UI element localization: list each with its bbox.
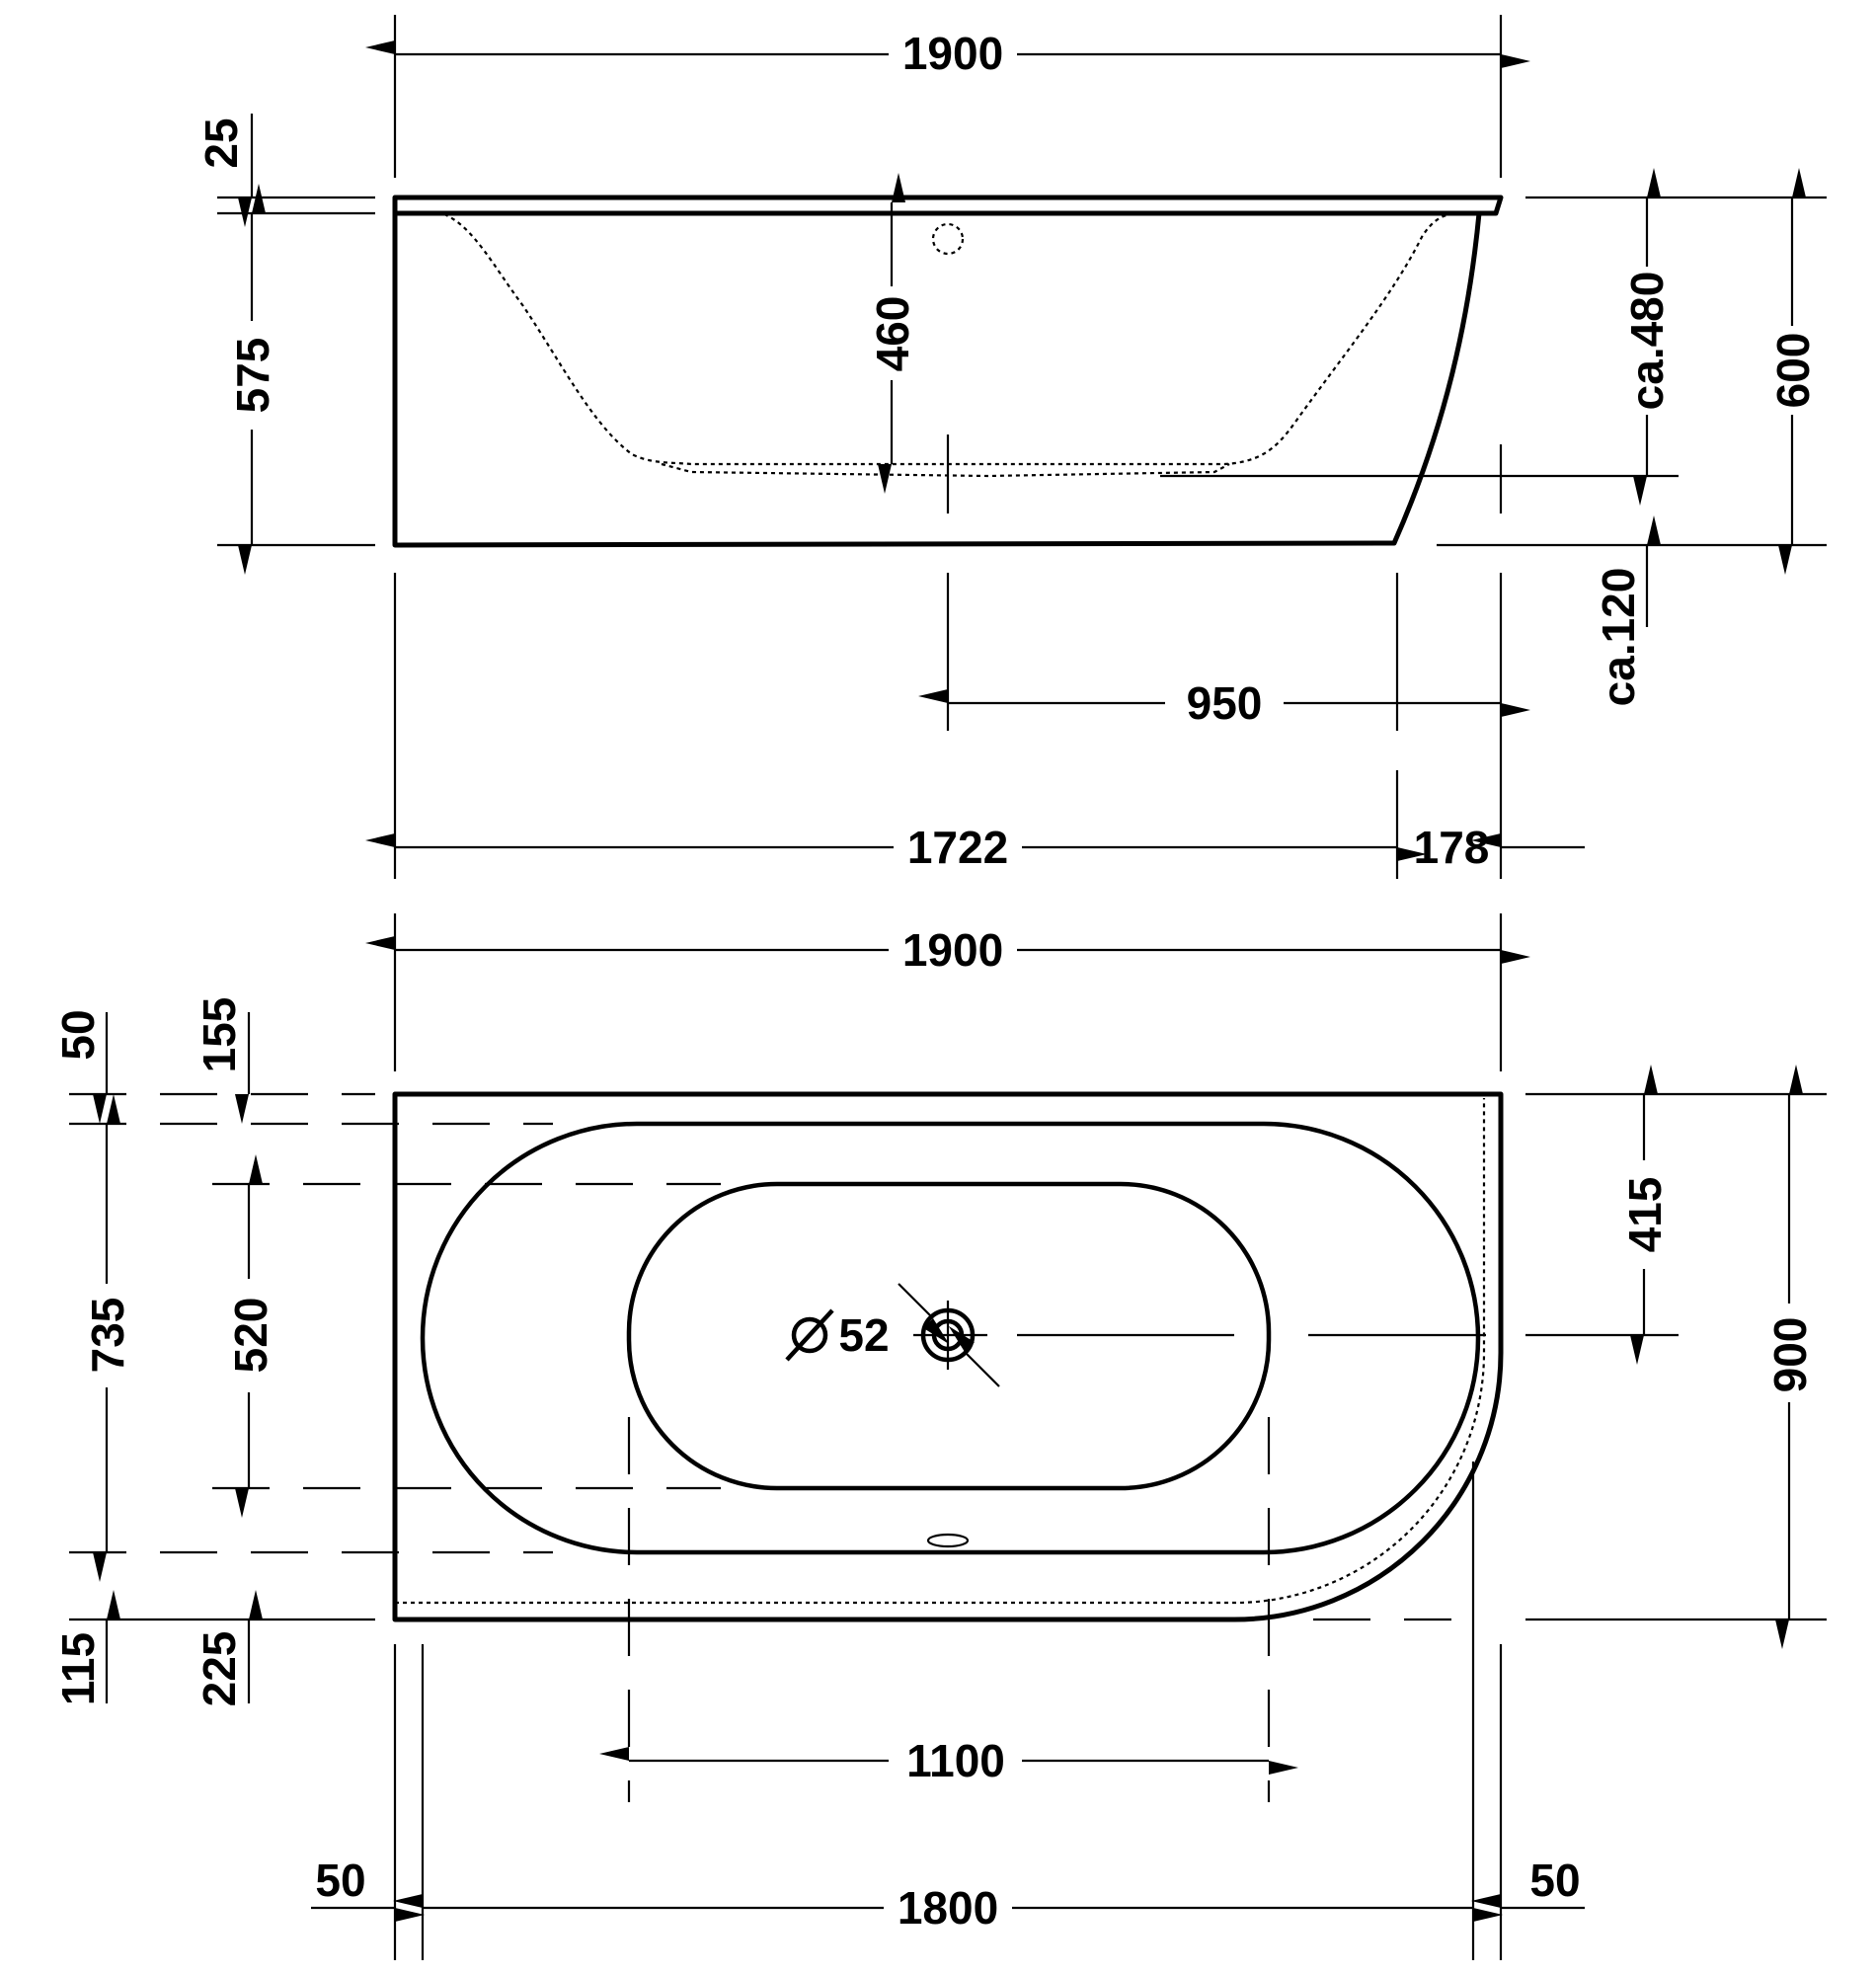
dim-inner-length: 1800 [898,1882,998,1934]
dim-line [898,1283,934,1319]
dimension-arrowhead-icon [1778,545,1792,575]
dim-rim-thickness: 25 [195,118,247,168]
dimension-arrowhead-icon [1789,1065,1803,1094]
dimension-arrowhead-icon [235,1488,249,1518]
dim-base-length: 1722 [907,822,1008,873]
dim-inner-width-outer: 735 [82,1298,133,1374]
dimension-arrowhead-icon [1792,168,1806,198]
dim-drain-offset: 950 [1187,677,1263,729]
dimension-arrowhead-icon [107,1590,120,1620]
dimension-arrowhead-icon [1775,1620,1789,1649]
plan-view-bathtub-outline [392,1091,1504,1622]
plan-view-rim-opening [420,1121,1481,1555]
side-view: 1900 25 575 460 ca.480 600 ca.120 [195,15,1827,879]
dim-bottom-offset-inner: 225 [194,1631,245,1707]
dim-top-offset-inner: 155 [194,997,245,1073]
dimension-arrowhead-icon [93,1094,107,1124]
dimension-arrowhead-icon [878,464,892,494]
diameter-symbol-icon [785,1308,834,1362]
dim-right-margin: 50 [1529,1855,1580,1906]
dim-water-depth: ca.480 [1621,272,1673,411]
dimension-arrowhead-icon [249,1154,263,1184]
dimension-arrowhead-icon [235,1094,249,1124]
dim-total-height: 600 [1767,333,1819,409]
dimension-arrowhead-icon [1473,1908,1503,1922]
dimension-arrowhead-icon [249,1590,263,1620]
plan-view-hidden-edge [395,1098,1486,1605]
dim-floor-clearance: ca.120 [1593,568,1644,707]
dimension-arrowhead-icon [1644,1065,1658,1094]
side-view-basin-profile [443,212,1452,466]
side-view-bathtub-outline [392,195,1504,548]
dim-left-margin: 50 [315,1855,365,1906]
dim-overall-length-side: 1900 [902,28,1003,79]
dimension-arrowhead-icon [1647,168,1661,198]
dim-bottom-offset-outer: 115 [52,1632,104,1705]
dimension-arrowhead-icon [892,173,905,202]
dim-drain-diameter: 52 [838,1309,889,1361]
dim-inner-depth: 460 [867,296,918,372]
dimension-arrowhead-icon [365,40,395,54]
dimension-arrowhead-icon [1269,1761,1298,1775]
dim-apron-height: 575 [227,338,278,414]
dimension-arrowhead-icon [1630,1335,1644,1365]
plan-view: 52 1900 50 15 [52,913,1827,1960]
dim-top-offset-outer: 50 [52,1009,104,1060]
overflow-hole-icon [931,222,965,256]
dim-drain-position: 415 [1619,1177,1671,1253]
dimension-arrowhead-icon [1471,1894,1501,1908]
plan-view-basin-floor [626,1181,1272,1491]
dimension-arrowhead-icon [395,1908,425,1922]
dimension-arrowhead-icon [365,833,395,847]
dim-inner-width-inner: 520 [225,1298,276,1374]
dimension-arrowhead-icon [393,1894,423,1908]
dimension-arrowhead-icon [1501,950,1530,964]
dimension-arrowhead-icon [93,1552,107,1582]
dim-line [964,1351,1000,1387]
dim-overall-width: 900 [1764,1317,1816,1393]
dimension-arrowhead-icon [365,936,395,950]
overflow-slot-icon [926,1533,970,1548]
dimension-arrowhead-icon [1633,476,1647,506]
dimension-arrowhead-icon [918,689,948,703]
side-view-floor-profile [661,462,1230,478]
dim-overhang: 178 [1414,822,1490,873]
dim-floor-length: 1100 [906,1735,1005,1786]
dimension-arrowhead-icon [1501,54,1530,68]
dimension-arrowhead-icon [238,545,252,575]
dimension-arrowhead-icon [1501,703,1530,717]
dimension-arrowhead-icon [599,1747,629,1761]
dimension-arrowhead-icon [1647,515,1661,545]
dim-overall-length-plan: 1900 [902,924,1003,976]
dimension-arrowhead-icon [107,1094,120,1124]
